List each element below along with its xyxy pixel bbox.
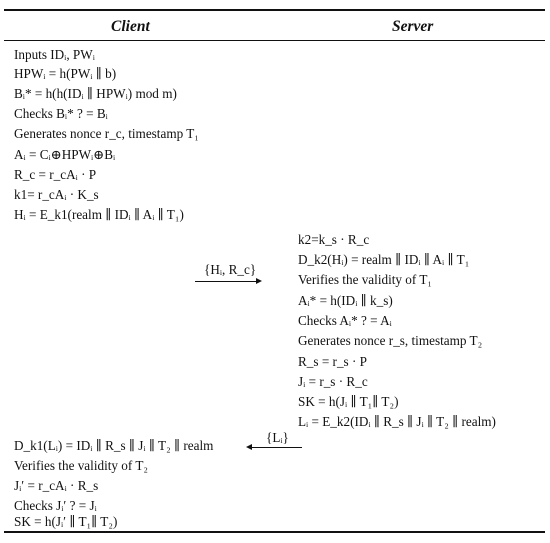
top-rule — [4, 9, 545, 11]
client-step: Bᵢ* = h(h(IDᵢ ∥ HPWᵢ) mod m) — [14, 86, 177, 101]
client-final-step: Jᵢ′ = r_cAᵢ · R_s — [14, 478, 99, 493]
client-step: Aᵢ = Cᵢ⊕HPWᵢ⊕Bᵢ — [14, 147, 116, 162]
server-step: Aᵢ* = h(IDᵢ ∥ k_s) — [298, 293, 393, 308]
arrow-left-icon — [246, 444, 302, 450]
server-step: Verifies the validity of T₁ — [298, 272, 432, 287]
server-step: D_k2(Hᵢ) = realm ∥ IDᵢ ∥ Aᵢ ∥ T₁ — [298, 252, 470, 267]
server-step: Generates nonce r_s, timestamp T₂ — [298, 333, 483, 348]
client-final-step: Verifies the validity of T₂ — [14, 458, 148, 473]
client-step: HPWᵢ = h(PWᵢ ∥ b) — [14, 66, 117, 81]
client-step: Checks Bᵢ* ? = Bᵢ — [14, 106, 108, 121]
message-li-label: {Lᵢ} — [266, 430, 289, 445]
client-step: Hᵢ = E_k1(realm ∥ IDᵢ ∥ Aᵢ ∥ T₁) — [14, 207, 184, 222]
server-step: Checks Aᵢ* ? = Aᵢ — [298, 313, 392, 328]
client-step: Inputs IDᵢ, PWᵢ — [14, 47, 95, 62]
client-header: Client — [111, 18, 150, 35]
client-final-step: SK = h(Jᵢ′ ∥ T₁∥ T₂) — [14, 514, 118, 529]
server-step: k2=k_s · R_c — [298, 232, 370, 247]
server-header: Server — [392, 18, 434, 35]
server-step: Jᵢ = r_s · R_c — [298, 374, 368, 389]
client-final-step: D_k1(Lᵢ) = IDᵢ ∥ R_s ∥ Jᵢ ∥ T₂ ∥ realm — [14, 438, 214, 453]
client-final-step: Checks Jᵢ′ ? = Jᵢ — [14, 498, 97, 513]
client-step: R_c = r_cAᵢ · P — [14, 167, 97, 182]
server-step: Lᵢ = E_k2(IDᵢ ∥ R_s ∥ Jᵢ ∥ T₂ ∥ realm) — [298, 414, 496, 429]
server-step: SK = h(Jᵢ ∥ T₁∥ T₂) — [298, 394, 399, 409]
arrow-right-icon — [195, 278, 262, 284]
message-h-rc-label: {Hᵢ, R_c} — [204, 262, 257, 277]
bottom-rule — [4, 531, 545, 533]
client-step: k1= r_cAᵢ · K_s — [14, 187, 99, 202]
client-step: Generates nonce r_c, timestamp T₁ — [14, 126, 199, 141]
header-rule — [4, 40, 545, 41]
server-step: R_s = r_s · P — [298, 354, 367, 369]
